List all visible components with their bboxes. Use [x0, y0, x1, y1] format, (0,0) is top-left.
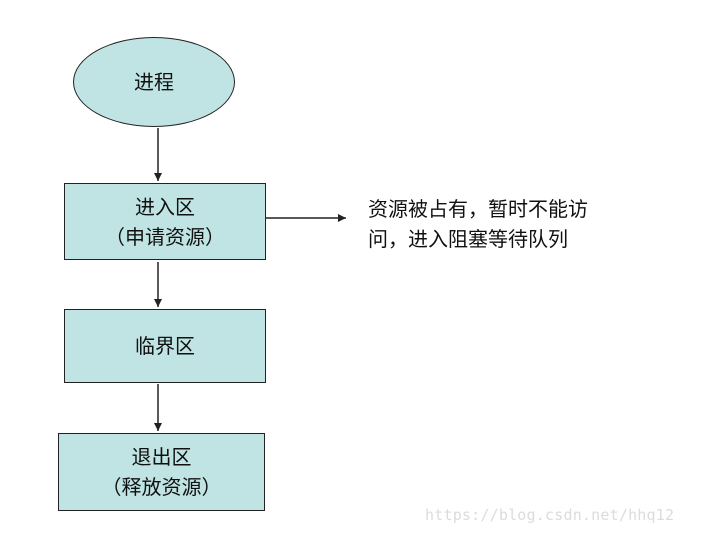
exit-section-node: 退出区 （释放资源） — [58, 433, 265, 511]
process-node: 进程 — [73, 37, 235, 127]
entry-section-title: 进入区 — [135, 194, 195, 219]
watermark-text: https://blog.csdn.net/hhq12 — [425, 506, 675, 524]
critical-section-label: 临界区 — [135, 334, 195, 358]
process-label: 进程 — [134, 70, 174, 94]
exit-section-title: 退出区 — [131, 445, 192, 469]
blocked-note-line-2: 问，进入阻塞等待队列 — [368, 227, 568, 251]
entry-section-subtitle: （申请资源） — [105, 224, 225, 249]
entry-section-node: 进入区 （申请资源） — [64, 183, 266, 260]
blocked-note-line-1: 资源被占有，暂时不能访 — [368, 197, 588, 221]
blocked-note: 资源被占有，暂时不能访 问，进入阻塞等待队列 — [368, 194, 658, 254]
critical-section-node: 临界区 — [64, 309, 266, 383]
exit-section-subtitle: （释放资源） — [101, 475, 222, 499]
